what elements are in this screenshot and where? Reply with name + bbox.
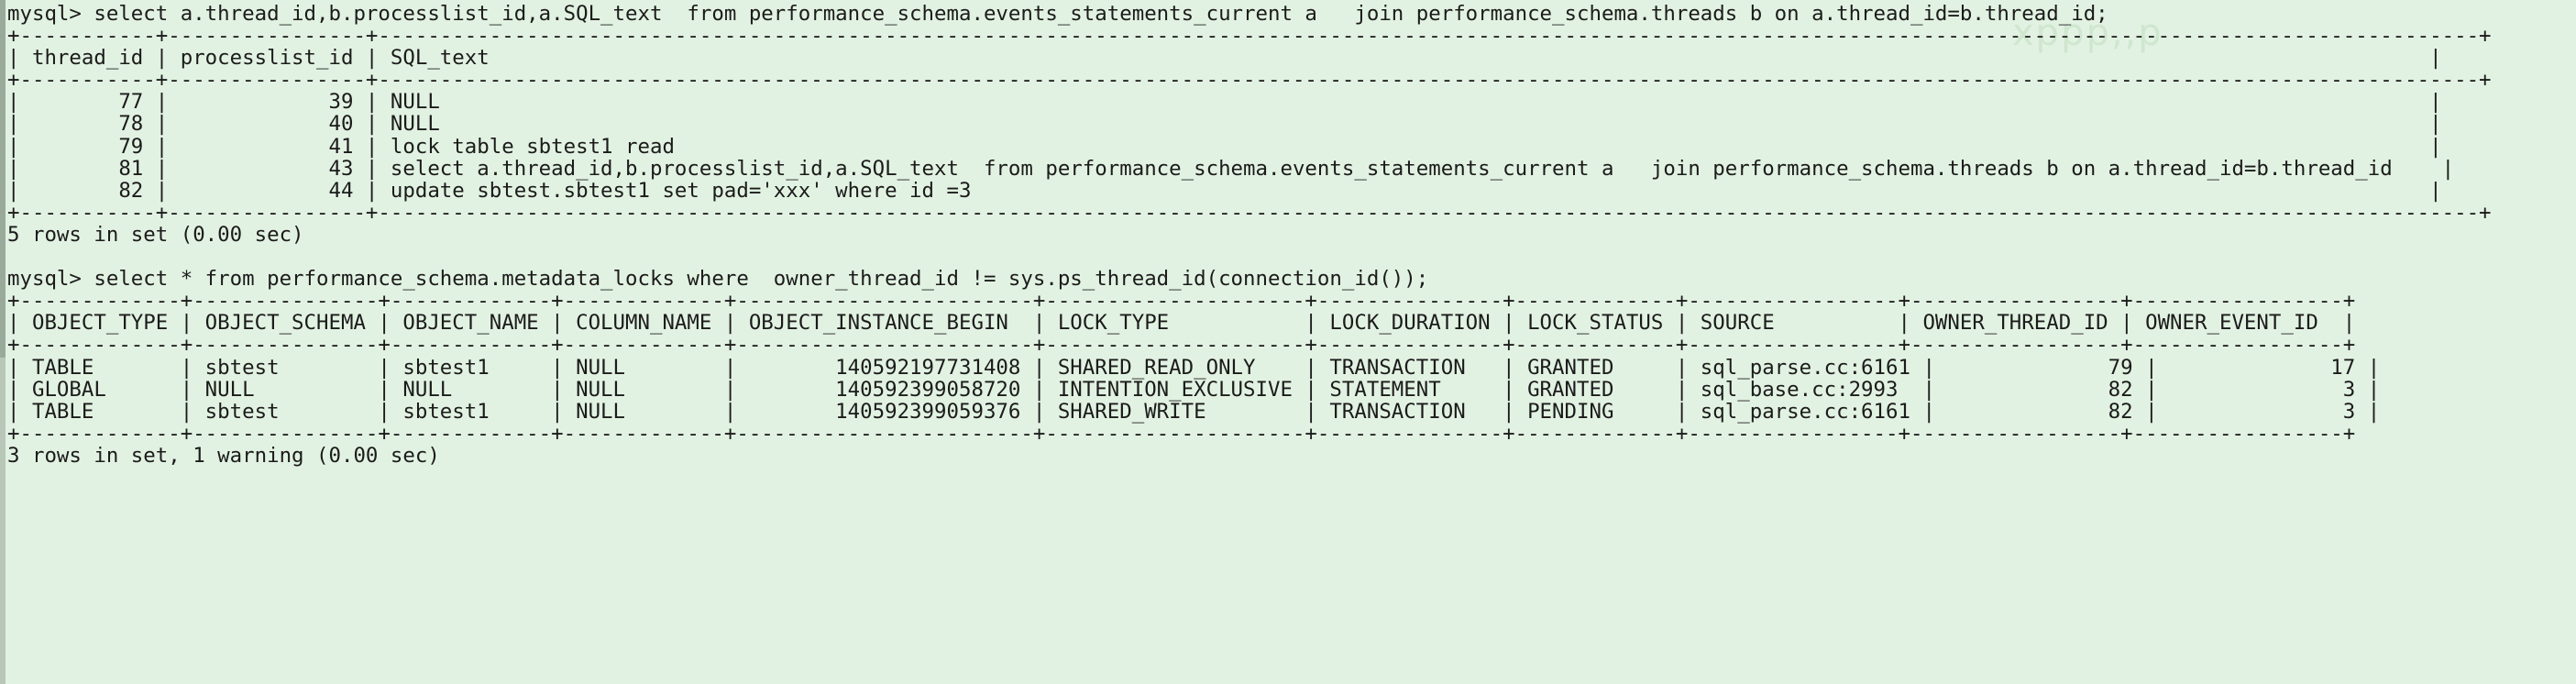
table-row: | TABLE | sbtest | sbtest1 | NULL | 1405… xyxy=(7,355,2381,380)
table-header-2: | OBJECT_TYPE | OBJECT_SCHEMA | OBJECT_N… xyxy=(7,311,2356,336)
table-header-1: | thread_id | processlist_id | SQL_text … xyxy=(7,46,2442,71)
terminal-screen[interactable]: mysql> select a.thread_id,b.processlist_… xyxy=(7,0,2576,684)
table-row: | 78 | 40 | NULL | xyxy=(7,112,2442,137)
scrollbar-track[interactable] xyxy=(0,0,6,684)
command-line-2: mysql> select * from performance_schema.… xyxy=(7,267,1429,292)
table-rule-bottom-2: +-------------+---------------+---------… xyxy=(7,421,2356,446)
table-row: | 82 | 44 | update sbtest.sbtest1 set pa… xyxy=(7,178,2442,203)
result-status-2: 3 rows in set, 1 warning (0.00 sec) xyxy=(7,443,440,468)
scrollbar-thumb[interactable] xyxy=(0,0,6,358)
table-row: | 79 | 41 | lock table sbtest1 read | xyxy=(7,134,2442,159)
result-status-1: 5 rows in set (0.00 sec) xyxy=(7,222,304,247)
table-rule-top-1: +-----------+----------------+----------… xyxy=(7,24,2492,49)
table-rule-bottom-1: +-----------+----------------+----------… xyxy=(7,200,2492,225)
table-row: | 77 | 39 | NULL | xyxy=(7,90,2442,115)
table-rule-top-2: +-------------+---------------+---------… xyxy=(7,289,2356,314)
table-rule-mid-2: +-------------+---------------+---------… xyxy=(7,333,2356,358)
table-row: | GLOBAL | NULL | NULL | NULL | 14059239… xyxy=(7,377,2381,402)
command-line-1: mysql> select a.thread_id,b.processlist_… xyxy=(7,2,2108,26)
spacer-line xyxy=(7,246,2576,268)
table-rule-mid-1: +-----------+----------------+----------… xyxy=(7,68,2492,93)
table-row: | 81 | 43 | select a.thread_id,b.process… xyxy=(7,156,2455,181)
table-row: | TABLE | sbtest | sbtest1 | NULL | 1405… xyxy=(7,399,2381,424)
